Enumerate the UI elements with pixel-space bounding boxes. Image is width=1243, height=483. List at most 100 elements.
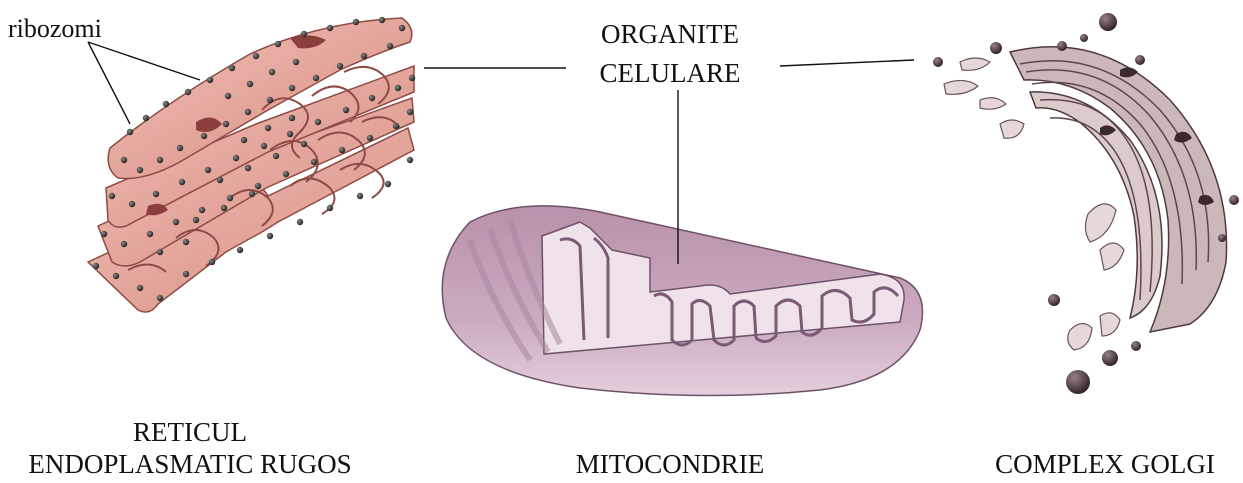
ribosome-dot [255, 183, 261, 189]
ribosome-dot [395, 85, 401, 91]
golgi-vesicle [1048, 294, 1060, 306]
ribosome-dot [399, 25, 405, 31]
ribosome-dot [267, 97, 273, 103]
ribosome-dot [221, 205, 227, 211]
ribosome-dot [241, 137, 247, 143]
ribosome-dot [293, 59, 299, 65]
ribosome-dot [393, 123, 399, 129]
ribosome-dot [261, 143, 267, 149]
ribosome-dot [287, 131, 293, 137]
ribosome-dot [183, 271, 189, 277]
golgi-label: COMPLEX GOLGI [960, 449, 1243, 481]
ribosome-dot [157, 157, 163, 163]
ribosome-dot [157, 249, 163, 255]
golgi-illustration [933, 13, 1239, 394]
ribosome-dot [245, 109, 251, 115]
rough-er-illustration [88, 17, 415, 312]
ribosome-dot [157, 295, 163, 301]
ribosome-dot [237, 247, 243, 253]
ribosome-dot [343, 107, 349, 113]
ribosome-dot [205, 167, 211, 173]
ribosome-dot [179, 179, 185, 185]
title-line-2: CELULARE [540, 58, 800, 90]
ribosome-dot [283, 171, 289, 177]
ribosome-dot [147, 231, 153, 237]
ribosome-dot [253, 53, 259, 59]
ribosome-dot [409, 75, 415, 81]
ribosome-dot [201, 133, 207, 139]
ribosome-dot [185, 89, 191, 95]
ribosome-dot [177, 145, 183, 151]
ribosome-dot [129, 201, 135, 207]
ribosome-dot [245, 165, 251, 171]
ribosome-dot [369, 95, 375, 101]
ribosome-dot [229, 65, 235, 71]
ribosome-dot [275, 41, 281, 47]
ribosome-dot [339, 147, 345, 153]
ribosome-dot [137, 285, 143, 291]
title-line-1: ORGANITE [540, 19, 800, 51]
ribosome-dot [173, 219, 179, 225]
ribosome-dot [315, 119, 321, 125]
er-label-line-2: ENDOPLASMATIC RUGOS [0, 449, 380, 481]
ribosome-label: ribozomi [8, 14, 102, 45]
ribosome-dot [265, 125, 271, 131]
ribosome-dot [301, 31, 307, 37]
ribosome-dot [227, 195, 233, 201]
ribosome-dot [297, 219, 303, 225]
ribosome-dot [127, 129, 133, 135]
ribosome-dot [137, 167, 143, 173]
ribosome-dot [361, 53, 367, 59]
golgi-vesicle [1057, 41, 1067, 51]
ribosome-dot [273, 153, 279, 159]
ribosome-dot [311, 159, 317, 165]
ribosome-dot [267, 233, 273, 239]
golgi-vesicle [1102, 350, 1118, 366]
ribosome-dot [225, 93, 231, 99]
golgi-vesicle [1218, 234, 1226, 242]
er-label-line-1: RETICUL [80, 417, 300, 449]
ribosome-dot [249, 191, 255, 197]
ribosome-dot [385, 181, 391, 187]
ribosome-dot [207, 77, 213, 83]
golgi-vesicle [1135, 55, 1145, 65]
golgi-vesicle [933, 57, 943, 67]
ribosome-dot [387, 43, 393, 49]
ribosome-dot [223, 121, 229, 127]
ribosome-dot [163, 101, 169, 107]
ribosome-dot [407, 157, 413, 163]
ribosome-dot [379, 17, 385, 23]
ribosome-dot [327, 25, 333, 31]
ribosome-dot [193, 217, 199, 223]
leader-golgi [780, 60, 914, 66]
golgi-vesicle [1080, 34, 1088, 42]
mitochondrion-label: MITOCONDRIE [540, 449, 800, 481]
ribosome-dot [233, 155, 239, 161]
ribosome-dot [101, 231, 107, 237]
golgi-vesicle [1131, 341, 1141, 351]
ribosome-dot [217, 177, 223, 183]
ribosome-dot [301, 141, 307, 147]
golgi-vesicle [1229, 195, 1239, 205]
ribosome-dot [183, 239, 189, 245]
ribosome-dot [121, 241, 127, 247]
ribosome-dot [109, 193, 115, 199]
ribosome-dot [121, 157, 127, 163]
golgi-vesicle [990, 42, 1002, 54]
ribosome-dot [113, 273, 119, 279]
ribosome-dot [143, 115, 149, 121]
ribosome-dot [199, 207, 205, 213]
ribosome-dot [289, 115, 295, 121]
ribosome-dot [313, 75, 319, 81]
golgi-vesicle [1099, 13, 1117, 31]
ribosome-dot [353, 19, 359, 25]
golgi-vesicle [1066, 370, 1090, 394]
ribosome-dot [209, 259, 215, 265]
ribosome-dot [247, 81, 253, 87]
mitochondrion-illustration [442, 206, 922, 396]
ribosome-dot [269, 69, 275, 75]
ribosome-dot [357, 193, 363, 199]
ribosome-dot [153, 191, 159, 197]
ribosome-dot [407, 109, 413, 115]
